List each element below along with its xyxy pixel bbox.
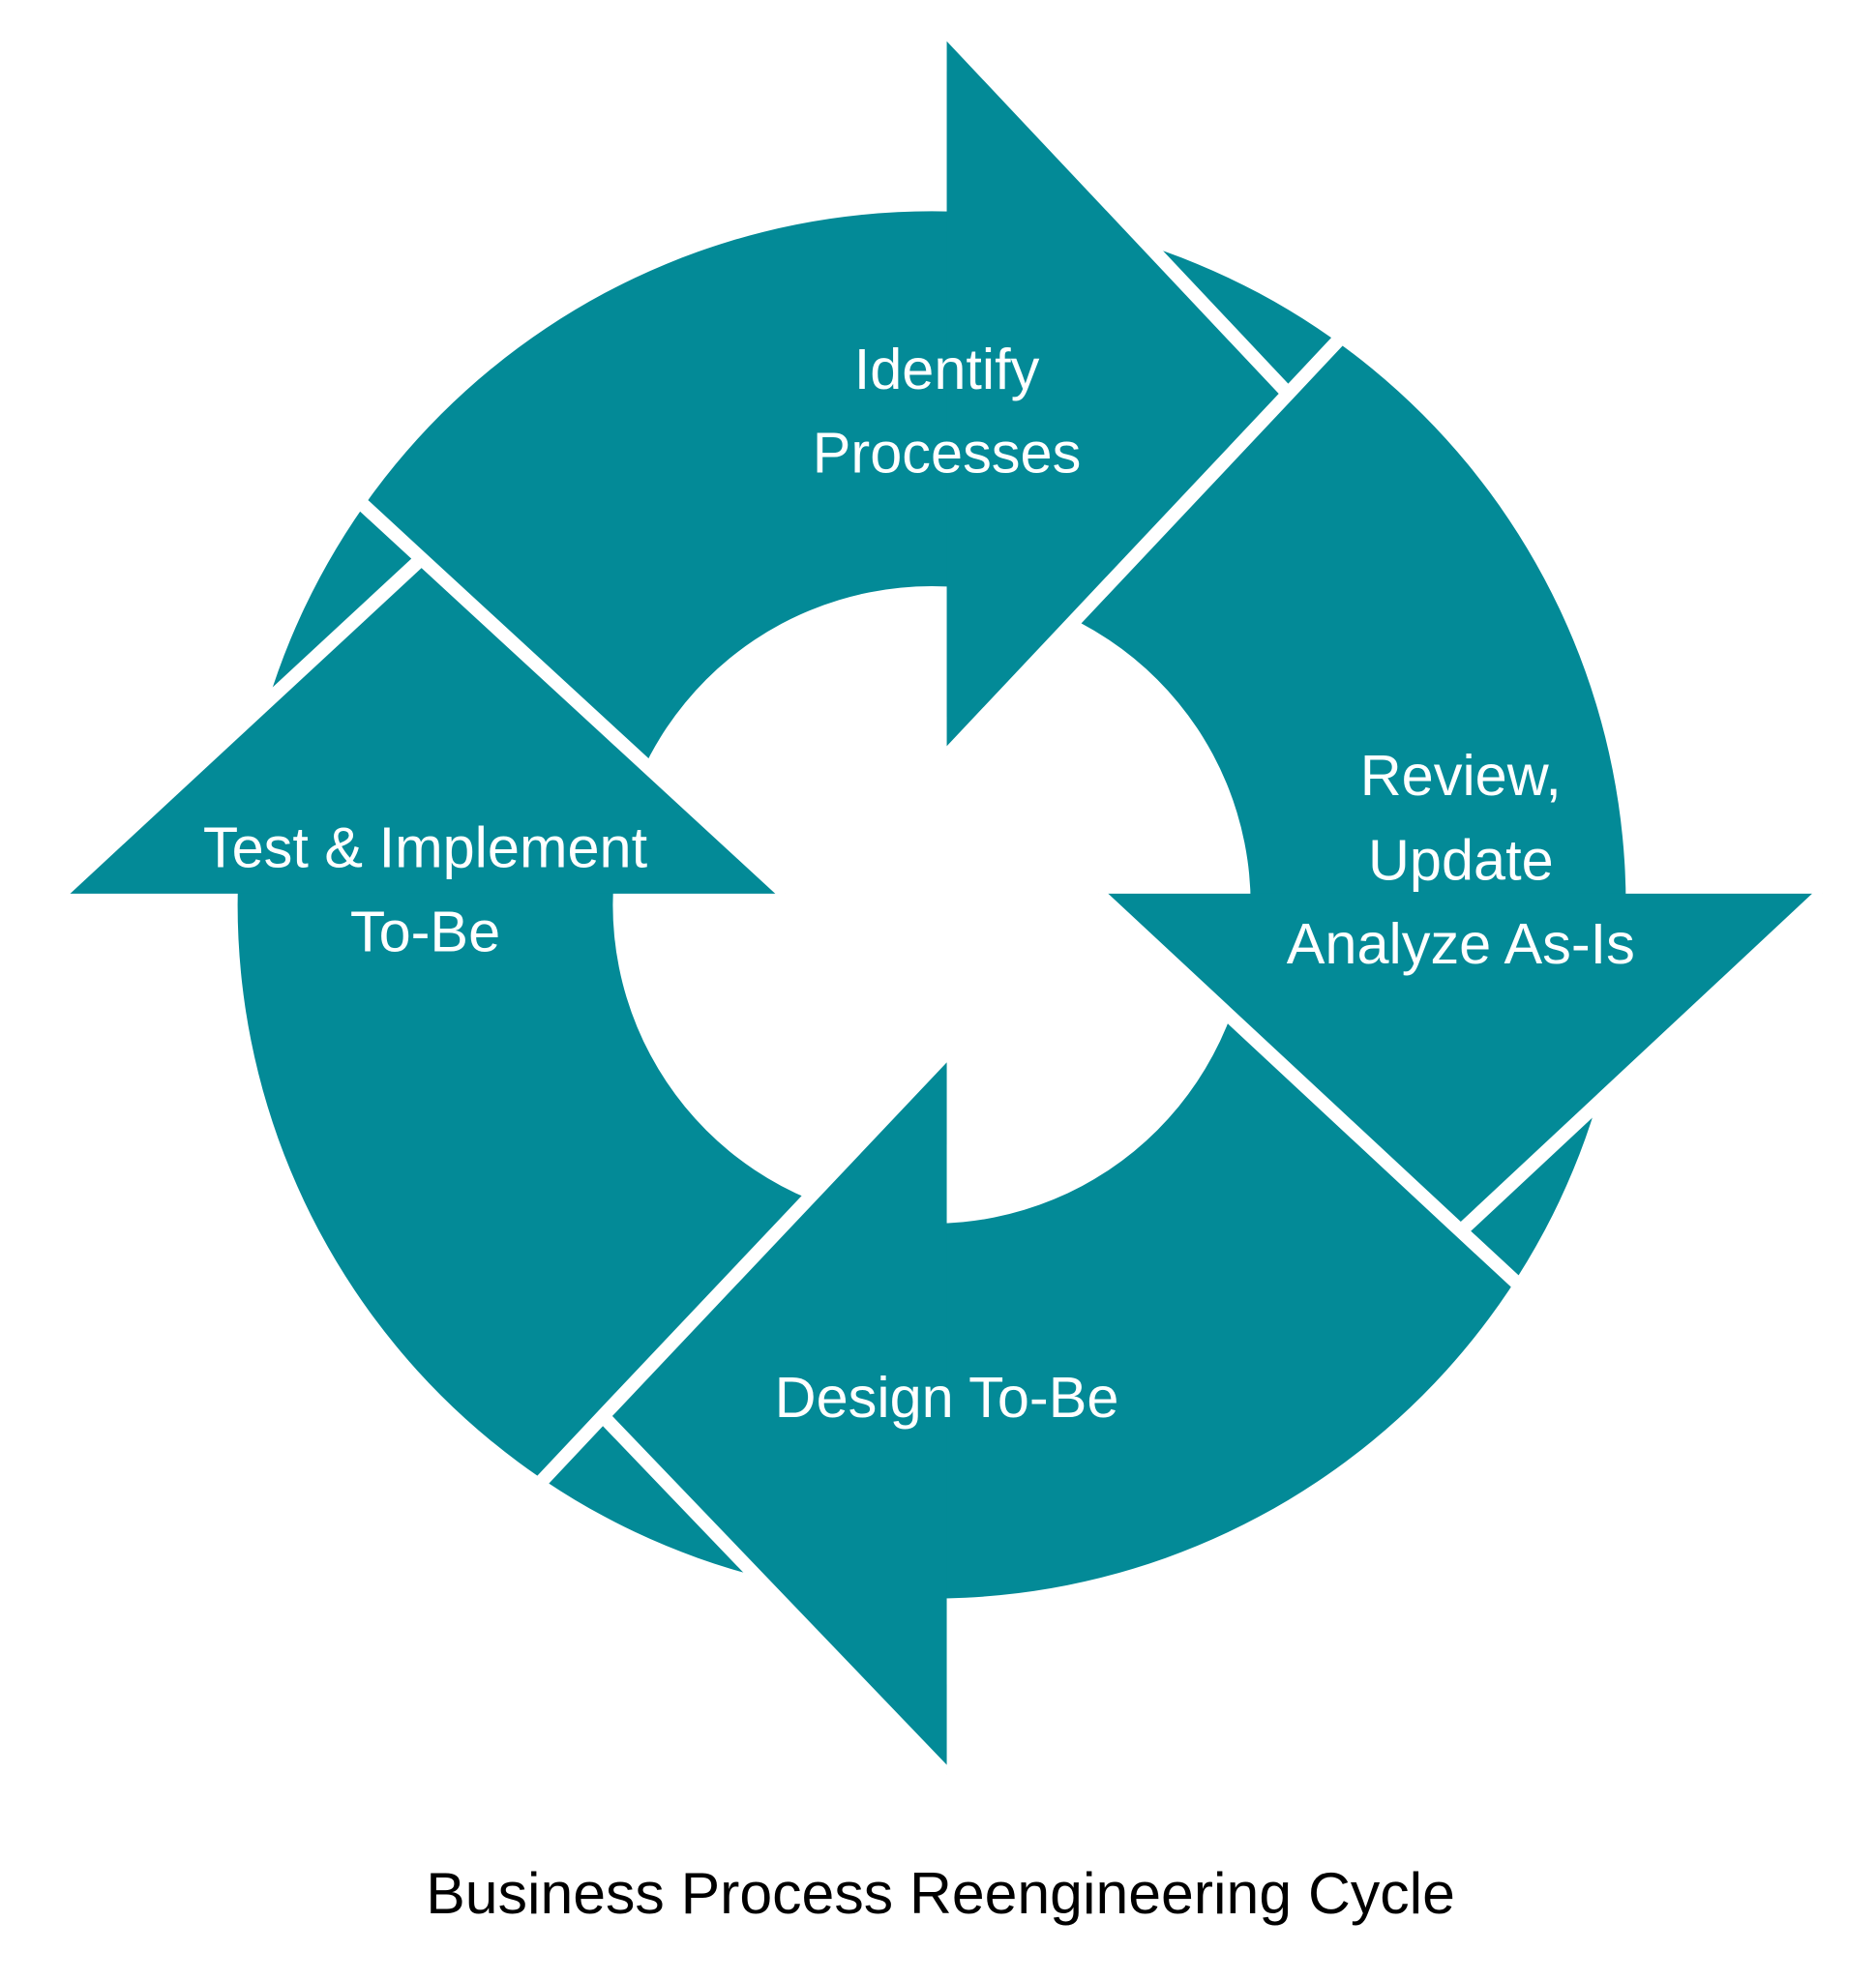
step-label: Identify xyxy=(854,337,1040,401)
step-label: Analyze As-Is xyxy=(1287,911,1635,976)
step-label: Design To-Be xyxy=(775,1365,1119,1430)
arrow-review-analyze xyxy=(1093,888,1828,1332)
cycle-ring xyxy=(237,211,1626,1599)
step-label: Processes xyxy=(813,420,1082,485)
arrow-edge xyxy=(1093,888,1568,1332)
arrow-edge xyxy=(501,1048,952,1523)
arrow-edge xyxy=(941,26,1294,399)
arrowhead-right xyxy=(1097,893,1823,1231)
arrowhead-bottom xyxy=(603,1051,947,1775)
step-label: Review, xyxy=(1360,743,1562,808)
arrow-edge xyxy=(941,288,1387,761)
arrow-design-to-be xyxy=(501,1048,952,1780)
arrow-edge xyxy=(55,553,427,900)
arrow-edge xyxy=(597,1411,952,1780)
arrow-test-implement xyxy=(55,464,790,900)
diagram-title: Business Process Reengineering Cycle xyxy=(426,1860,1455,1926)
step-label: To-Be xyxy=(350,899,500,963)
arrowhead-left xyxy=(60,558,786,894)
arrow-edge xyxy=(1455,888,1828,1236)
step-label: Test & Implement xyxy=(203,815,648,880)
arrowhead-top xyxy=(946,31,1289,756)
arrow-identify-processes xyxy=(941,26,1387,761)
step-label: Update xyxy=(1368,828,1554,893)
arrow-edge xyxy=(320,464,790,900)
